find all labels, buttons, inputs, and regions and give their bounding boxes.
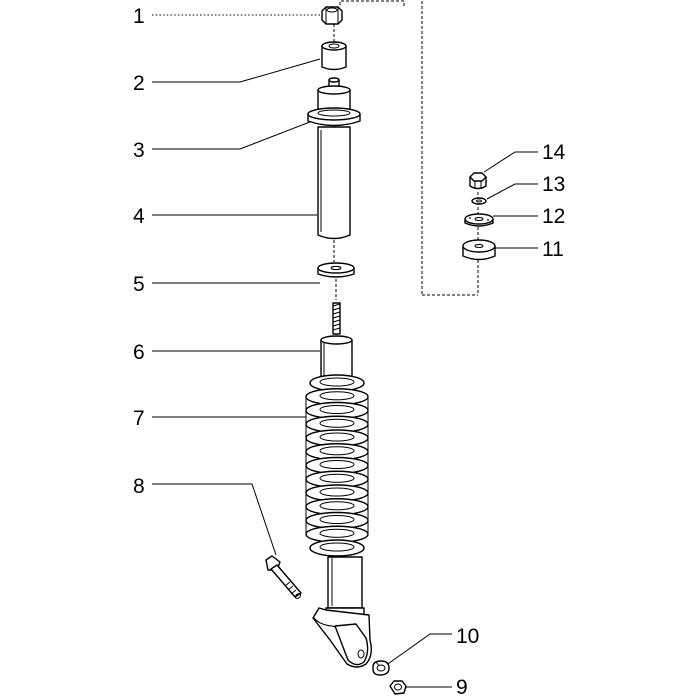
spring-coil-inner: [319, 405, 355, 414]
part-3-upper-cup: [307, 77, 361, 127]
spring-coil-inner: [319, 460, 355, 469]
spring-coil-inner: [319, 418, 355, 428]
part-7-coil-spring: [305, 374, 369, 557]
part-12-plate: [464, 213, 494, 227]
center-axis: [333, 24, 337, 300]
leader-line-3: [152, 119, 316, 150]
spring-coil: [309, 539, 365, 557]
spring-coil-inner: [319, 432, 355, 442]
bracket-top: [339, 0, 405, 6]
leader-line-14: [483, 151, 538, 173]
part-11-rubber-bushing: [462, 239, 496, 261]
part-14-nut: [469, 172, 487, 190]
leader-line-10: [384, 633, 452, 667]
leader-line-2: [152, 58, 321, 83]
part-number-4: 4: [133, 205, 145, 228]
part-number-6: 6: [133, 341, 145, 364]
spring-coil-inner: [319, 473, 355, 483]
part-number-10: 10: [456, 625, 479, 648]
part-number-14: 14: [542, 141, 566, 164]
leader-lines: [152, 14, 538, 688]
part-13-washer: [471, 197, 487, 205]
spring-coil-inner: [319, 528, 355, 538]
part-number-9: 9: [456, 676, 468, 699]
part-number-11: 11: [542, 238, 564, 261]
part-1-nut: [321, 6, 343, 25]
part-number-3: 3: [133, 139, 145, 162]
part-number-12: 12: [542, 205, 565, 228]
leader-line-8: [152, 483, 277, 556]
spring-coil-inner: [319, 391, 355, 401]
leader-line-13: [486, 183, 538, 200]
part-4-cylinder: [317, 126, 351, 240]
part-number-13: 13: [542, 173, 565, 196]
spring-coil-inner: [319, 487, 355, 497]
spring-coil-inner: [319, 446, 355, 456]
spring-coil-inner: [319, 501, 355, 511]
part-number-8: 8: [133, 475, 145, 498]
part-10-lock-washer: [372, 660, 390, 676]
lower-body: [312, 556, 373, 668]
part-8-bolt: [265, 555, 302, 599]
part-9-nut: [389, 680, 407, 695]
part-2-bushing: [321, 41, 347, 71]
spring-coil-inner: [319, 515, 355, 524]
spring-coil-inner: [319, 542, 355, 552]
part-number-5: 5: [133, 273, 145, 296]
assembly-bracket: [339, 0, 479, 296]
part-5-washer: [317, 262, 355, 278]
spring-coil-inner: [319, 377, 355, 387]
part-number-1: 1: [133, 5, 145, 28]
part-number-7: 7: [133, 407, 145, 430]
part-number-2: 2: [133, 72, 145, 95]
